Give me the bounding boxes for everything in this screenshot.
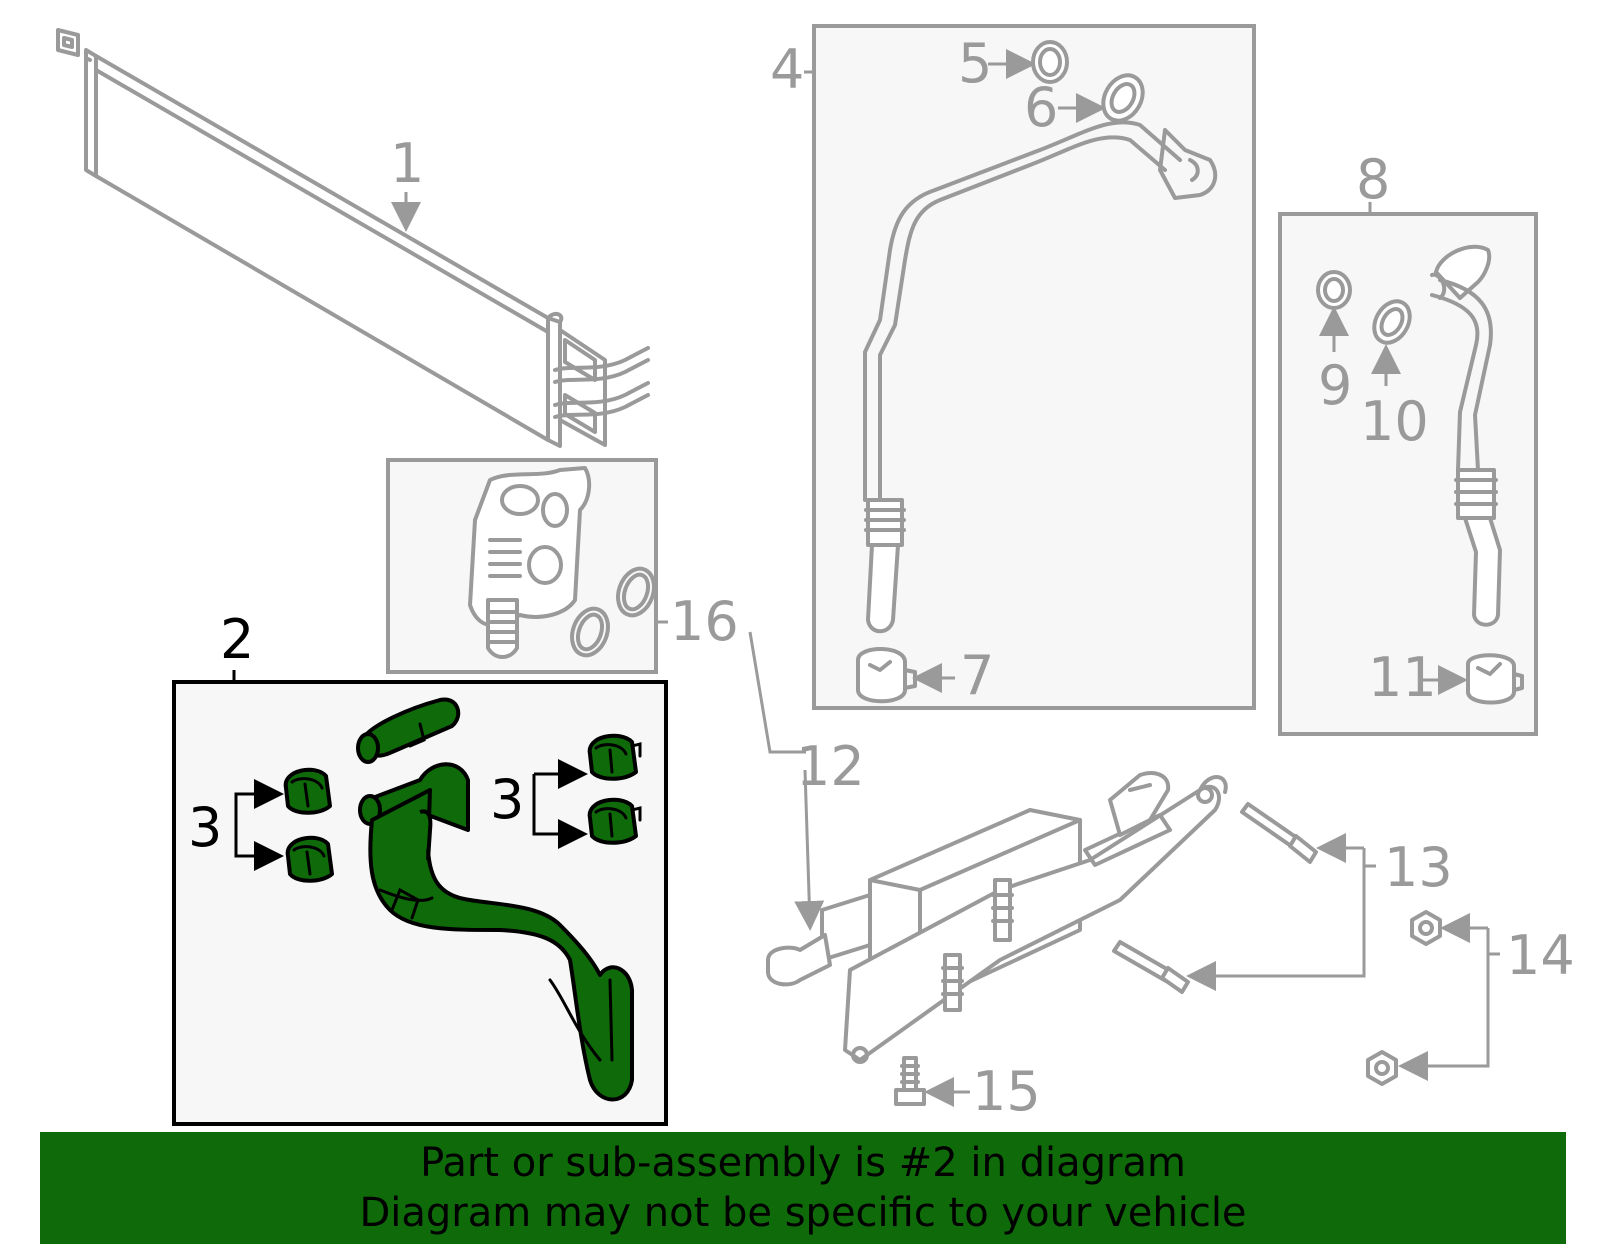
callout-16: 16	[670, 590, 739, 653]
part-14-nut-lower	[1366, 1050, 1398, 1086]
part-12-oil-cooler	[766, 771, 1228, 1064]
callout-10: 10	[1360, 390, 1429, 453]
banner-line-2: Diagram may not be specific to your vehi…	[359, 1190, 1247, 1236]
leader-3-left-upper	[234, 779, 284, 809]
callout-5: 5	[958, 32, 992, 95]
callout-9: 9	[1318, 354, 1352, 417]
part-16-thermostat-housing	[468, 466, 656, 659]
part-9-seal	[1316, 270, 1352, 310]
part-14-nut-upper	[1410, 910, 1442, 946]
callout-14: 14	[1506, 924, 1575, 987]
part-3-clamp-upper-left	[283, 767, 332, 815]
callout-7: 7	[960, 644, 994, 707]
part-2-hose-assembly	[283, 697, 642, 1102]
notice-banner: Part or sub-assembly is #2 in diagram Di…	[40, 1132, 1566, 1244]
callout-15: 15	[972, 1060, 1041, 1123]
callout-1: 1	[390, 132, 424, 195]
callout-11: 11	[1368, 646, 1437, 709]
leader-3-left-lower	[234, 798, 284, 871]
callout-4: 4	[770, 38, 804, 101]
leader-16-b	[748, 631, 806, 754]
part-3-clamp-lower-right	[587, 797, 642, 845]
callout-3-left: 3	[188, 796, 222, 859]
part-13-stud-lower	[1112, 940, 1190, 994]
callout-13: 13	[1384, 836, 1453, 899]
callout-3-right: 3	[490, 768, 524, 831]
leader-13-b	[1186, 848, 1366, 991]
part-3-clamp-lower-left	[285, 835, 334, 883]
callout-6: 6	[1024, 76, 1058, 139]
part-15-bolt	[894, 1056, 926, 1106]
part-3-clamp-upper-right	[587, 733, 642, 781]
callout-8: 8	[1356, 148, 1390, 211]
callout-12: 12	[796, 735, 865, 798]
part-6-o-ring	[1101, 73, 1145, 123]
part-8-cooler-tube	[1430, 244, 1524, 705]
part-10-o-ring	[1372, 299, 1412, 345]
callout-2: 2	[220, 608, 254, 671]
part-1-transmission-cooler	[56, 28, 650, 448]
part-13-stud-upper	[1240, 802, 1318, 864]
leader-12	[794, 769, 825, 931]
part-4-cooler-tube	[856, 120, 1218, 704]
leader-3-right-lower	[532, 774, 588, 849]
banner-line-1: Part or sub-assembly is #2 in diagram	[420, 1140, 1186, 1186]
part-5-seal	[1031, 40, 1069, 84]
leader-14-b	[1398, 928, 1490, 1081]
